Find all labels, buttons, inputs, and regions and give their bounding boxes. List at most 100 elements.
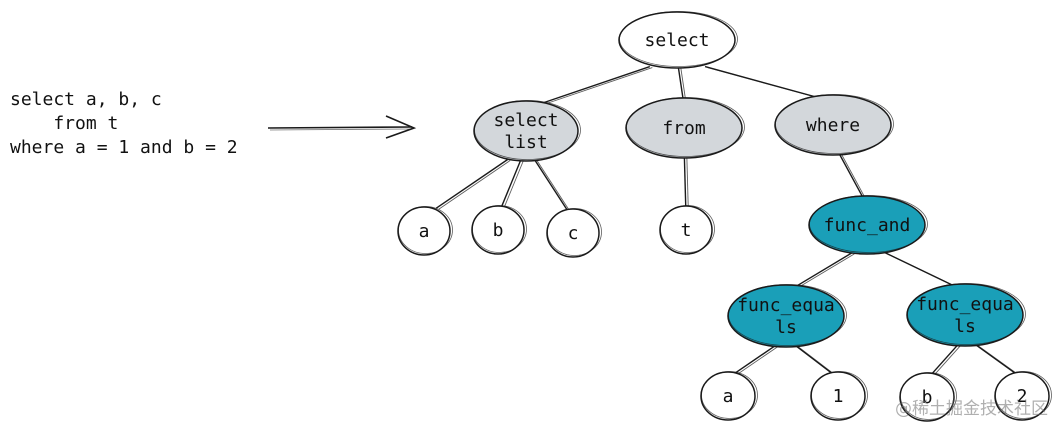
node-sketch-outline: [472, 205, 527, 253]
node-sketch-outline: [900, 372, 957, 420]
node-shape: [659, 205, 713, 255]
node-a2: a: [700, 371, 758, 421]
edge-select_list-a1: [435, 158, 509, 209]
node-label: ls: [954, 316, 976, 337]
node-a1: a: [397, 206, 453, 256]
node-label: 1: [833, 386, 844, 407]
sql-line-2: from t: [10, 113, 119, 134]
node-sketch-outline: [728, 284, 847, 346]
node-shape: [774, 94, 892, 156]
node-sketch-outline: [626, 97, 745, 157]
node-sketch-outline: [907, 283, 1026, 345]
node-label: select: [644, 30, 709, 51]
node-shape: [546, 208, 600, 258]
node-shape: [994, 371, 1050, 421]
node-b1: b: [471, 205, 527, 255]
node-shape: [906, 283, 1024, 347]
edge-select-where: [707, 67, 817, 98]
node-shape: [700, 371, 756, 421]
edge-select_list-b1: [500, 159, 522, 208]
node-sketch-outline: [398, 206, 453, 254]
edge-func_equals_1-a2: [737, 346, 779, 375]
node-shape: [625, 97, 743, 159]
node-sketch-outline: [701, 371, 758, 419]
node-t: t: [659, 205, 715, 255]
edge-select_list-c1: [536, 160, 571, 212]
node-two: 2: [994, 371, 1052, 421]
edge-func_and-func_equals_2: [886, 253, 956, 287]
node-from: from: [625, 97, 745, 159]
node-label: where: [806, 115, 860, 136]
node-label: t: [681, 220, 692, 241]
arrow-shaft-sketch: [269, 128, 411, 131]
edge-from-t: [686, 157, 689, 209]
node-shape: [471, 205, 525, 255]
edge-func_equals_1-one: [797, 346, 835, 375]
transform-arrow: [267, 115, 417, 139]
edge-func_equals_1-one: [794, 344, 833, 374]
edge-func_equals_2-b2: [933, 345, 961, 376]
arrow-shaft: [267, 126, 413, 129]
node-select: select: [618, 11, 738, 69]
node-label: b: [493, 220, 504, 241]
edge-func_and-func_equals_1: [795, 251, 853, 288]
node-func-and: func_and: [808, 195, 928, 255]
node-where: where: [774, 94, 894, 156]
edge-select-from: [680, 67, 687, 101]
node-label: func_equa: [737, 295, 835, 316]
edge-from-t: [683, 156, 687, 208]
node-sketch-outline: [547, 208, 602, 256]
node-shape: [473, 100, 579, 162]
node-label: 2: [1017, 386, 1028, 407]
node-c1: c: [546, 208, 602, 258]
edge-select_list-b1: [503, 160, 524, 209]
edge-select_list-c1: [533, 159, 568, 211]
node-label: from: [662, 118, 705, 139]
node-label: b: [922, 387, 933, 408]
arrow-head: [385, 115, 417, 139]
node-label: func_and: [824, 215, 911, 236]
node-shape: [810, 371, 866, 421]
edge-func_equals_2-two: [977, 345, 1018, 375]
sql-line-1: select a, b, c: [10, 89, 162, 110]
node-sketch-outline: [474, 100, 581, 160]
node-label: a: [723, 386, 734, 407]
node-one: 1: [810, 371, 868, 421]
node-shape: [808, 195, 926, 255]
edge-select-select_list: [546, 67, 653, 104]
node-sketch-outline: [811, 371, 868, 419]
node-shape: [618, 11, 736, 69]
node-shape: [899, 372, 955, 422]
node-sketch-outline: [775, 94, 894, 154]
edge-select-select_list: [543, 65, 651, 104]
node-label: c: [568, 223, 579, 244]
watermark-text: @稀土掘金技术社区: [895, 399, 1048, 419]
edge-select_list-a1: [438, 160, 511, 210]
edge-where-func_and: [838, 153, 864, 198]
node-label: list: [504, 132, 547, 153]
edge-func_equals_1-a2: [734, 344, 776, 374]
node-sketch-outline: [619, 11, 738, 67]
edge-select-from: [677, 66, 684, 100]
node-label: select: [493, 110, 558, 131]
node-b2: b: [899, 372, 957, 422]
node-sketch-outline: [660, 205, 715, 253]
edge-func_equals_2-two: [974, 343, 1016, 374]
tree-edges: [435, 65, 1018, 376]
edge-func_equals_2-b2: [931, 343, 959, 375]
sql-line-3: where a = 1 and b = 2: [10, 137, 238, 158]
node-sketch-outline: [809, 195, 928, 253]
node-label: func_equa: [916, 294, 1014, 315]
edge-func_and-func_equals_1: [797, 253, 856, 288]
edge-where-func_and: [841, 154, 866, 199]
sql-query-text: select a, b, c from t where a = 1 and b …: [10, 88, 238, 160]
node-sketch-outline: [995, 371, 1052, 419]
node-label: ls: [775, 317, 797, 338]
node-shape: [397, 206, 451, 256]
node-shape: [727, 284, 845, 348]
